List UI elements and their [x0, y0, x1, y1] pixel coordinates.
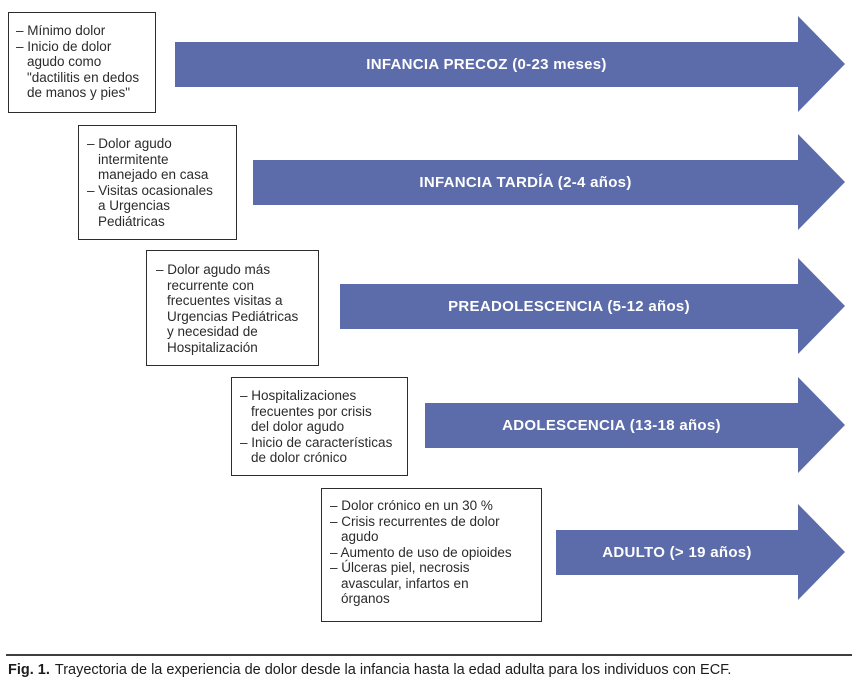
note-line: intermitente — [98, 151, 169, 167]
note-line: recurrente con — [167, 277, 255, 293]
timeline-arrow-infancia-precoz: INFANCIA PRECOZ (0-23 meses) — [175, 42, 798, 87]
note-line: frecuentes visitas a — [167, 293, 283, 308]
figure-caption: Fig. 1.Trayectoria de la experiencia de … — [8, 661, 852, 679]
note-line: a Urgencias — [98, 198, 171, 213]
note-line: frecuentes por crisis — [251, 403, 372, 419]
arrow-head-icon — [798, 377, 845, 473]
note-line: – Úlceras piel, necrosis — [330, 560, 470, 575]
note-line: manejado en casa — [98, 167, 209, 182]
timeline-arrow-preadolescencia: PREADOLESCENCIA (5-12 años) — [340, 284, 798, 329]
note-line: – Inicio de dolor — [16, 38, 112, 54]
note-line: – Crisis recurrentes de dolor — [330, 513, 500, 529]
arrow-label: ADOLESCENCIA (13-18 años) — [502, 417, 721, 434]
note-line: – Visitas ocasionales — [87, 182, 213, 198]
note-line: Pediátricas — [98, 213, 165, 229]
arrow-head-icon — [798, 134, 845, 230]
note-line: agudo — [341, 529, 379, 544]
arrow-head-icon — [798, 16, 845, 112]
arrow-label: INFANCIA PRECOZ (0-23 meses) — [366, 56, 607, 73]
note-line: de manos y pies" — [27, 85, 131, 100]
arrow-label: INFANCIA TARDÍA (2-4 años) — [419, 174, 632, 191]
note-line: Hospitalización — [167, 339, 258, 355]
timeline-arrow-infancia-tardia: INFANCIA TARDÍA (2-4 años) — [253, 160, 798, 205]
note-line: y necesidad de — [167, 324, 258, 339]
timeline-arrow-adolescencia: ADOLESCENCIA (13-18 años) — [425, 403, 798, 448]
arrow-label: ADULTO (> 19 años) — [602, 544, 752, 561]
note-line: "dactilitis en dedos — [27, 69, 140, 85]
note-line: – Mínimo dolor — [16, 23, 106, 38]
note-line: – Hospitalizaciones — [240, 388, 357, 403]
note-line: – Aumento de uso de opioides — [330, 544, 512, 560]
timeline-arrow-adulto: ADULTO (> 19 años) — [556, 530, 798, 575]
note-line: agudo como — [27, 54, 102, 69]
note-box-adulto: – Dolor crónico en un 30 %– Crisis recur… — [321, 488, 542, 622]
note-line: – Dolor agudo más — [156, 262, 271, 277]
note-line: del dolor agudo — [251, 419, 345, 434]
note-line: Urgencias Pediátricas — [167, 308, 299, 324]
note-line: órganos — [341, 591, 390, 606]
note-line: de dolor crónico — [251, 450, 348, 465]
caption-label: Fig. 1. — [8, 662, 50, 678]
note-line: – Inicio de características — [240, 434, 393, 450]
arrow-head-icon — [798, 258, 845, 354]
arrow-head-icon — [798, 504, 845, 600]
arrow-label: PREADOLESCENCIA (5-12 años) — [448, 298, 690, 315]
note-line: – Dolor agudo — [87, 136, 172, 151]
note-line: – Dolor crónico en un 30 % — [330, 498, 493, 513]
note-line: avascular, infartos en — [341, 575, 469, 591]
caption-text: Trayectoria de la experiencia de dolor d… — [54, 662, 732, 678]
caption-divider — [6, 654, 852, 656]
